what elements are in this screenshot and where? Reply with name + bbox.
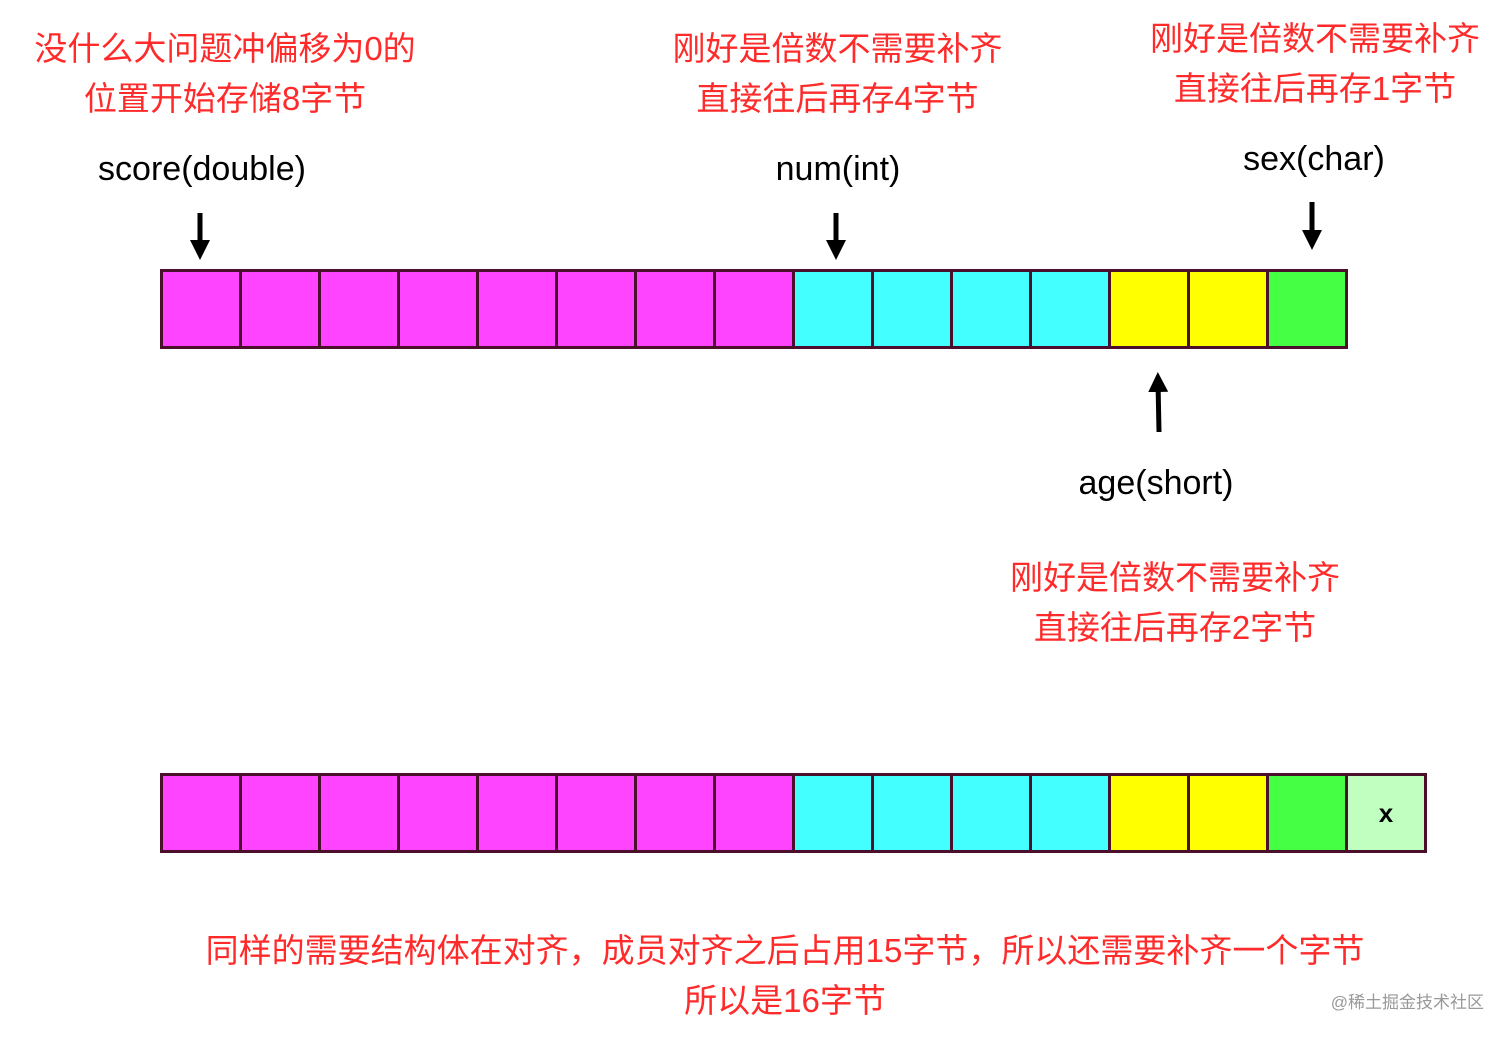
byte-cell-double — [321, 272, 400, 346]
byte-cell-double — [637, 776, 716, 850]
note-line: 没什么大问题冲偏移为0的 — [34, 30, 416, 67]
age-arrow-icon — [1148, 372, 1169, 433]
byte-cell-double — [400, 272, 479, 346]
sex-note: 刚好是倍数不需要补齐 直接往后再存1字节 — [1120, 14, 1510, 114]
byte-cell-double — [163, 272, 242, 346]
note-line: 位置开始存储8字节 — [83, 80, 367, 117]
watermark: @稀土掘金技术社区 — [1330, 993, 1484, 1012]
byte-cell-short — [1190, 776, 1269, 850]
byte-cell-int — [953, 776, 1032, 850]
note-line: 直接往后再存2字节 — [1033, 609, 1317, 646]
byte-cell-char — [1269, 776, 1348, 850]
score-label: score(double) — [98, 150, 306, 188]
byte-cell-short — [1190, 272, 1269, 346]
byte-cell-int — [953, 272, 1032, 346]
summary-note: 同样的需要结构体在对齐，成员对齐之后占用15字节，所以还需要补齐一个字节 所以是… — [100, 926, 1470, 1026]
age-label: age(short) — [1078, 464, 1234, 502]
byte-cell-double — [558, 776, 637, 850]
sex-label: sex(char) — [1243, 140, 1385, 178]
byte-cell-char — [1269, 272, 1345, 346]
note-line: 所以是16字节 — [684, 982, 886, 1019]
byte-cell-double — [479, 776, 558, 850]
byte-cell-double — [716, 272, 795, 346]
note-line: 刚好是倍数不需要补齐 — [672, 30, 1003, 67]
byte-cell-double — [400, 776, 479, 850]
note-line: 同样的需要结构体在对齐，成员对齐之后占用15字节，所以还需要补齐一个字节 — [205, 932, 1365, 969]
memory-row-before-padding — [160, 269, 1348, 349]
byte-cell-double — [163, 776, 242, 850]
num-note: 刚好是倍数不需要补齐 直接往后再存4字节 — [640, 24, 1035, 124]
byte-cell-int — [1032, 272, 1111, 346]
byte-cell-short — [1111, 272, 1190, 346]
byte-cell-padding: x — [1348, 776, 1424, 850]
byte-cell-double — [321, 776, 400, 850]
byte-cell-int — [795, 776, 874, 850]
byte-cell-double — [558, 272, 637, 346]
num-label: num(int) — [775, 150, 901, 188]
note-line: 刚好是倍数不需要补齐 — [1150, 20, 1480, 57]
byte-cell-int — [874, 272, 953, 346]
byte-cell-double — [242, 272, 321, 346]
byte-cell-double — [242, 776, 321, 850]
byte-cell-int — [1032, 776, 1111, 850]
byte-cell-double — [479, 272, 558, 346]
score-note: 没什么大问题冲偏移为0的 位置开始存储8字节 — [10, 24, 440, 124]
memory-row-after-padding: x — [160, 773, 1427, 853]
note-line: 刚好是倍数不需要补齐 — [1010, 559, 1340, 596]
byte-cell-int — [795, 272, 874, 346]
age-note: 刚好是倍数不需要补齐 直接往后再存2字节 — [980, 553, 1370, 653]
byte-cell-short — [1111, 776, 1190, 850]
note-line: 直接往后再存1字节 — [1173, 70, 1457, 107]
byte-cell-double — [637, 272, 716, 346]
byte-cell-int — [874, 776, 953, 850]
byte-cell-double — [716, 776, 795, 850]
note-line: 直接往后再存4字节 — [696, 80, 979, 117]
